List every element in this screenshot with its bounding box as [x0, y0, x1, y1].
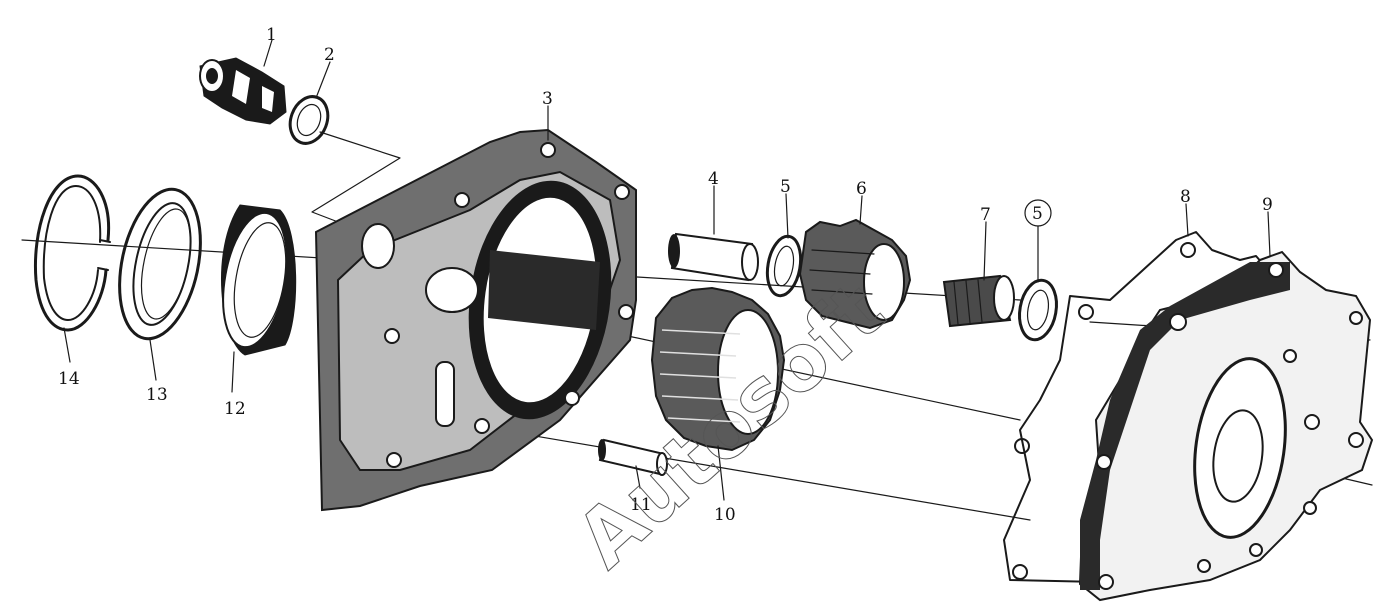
part-labels: 1 2 3 4 5 6 7 5 8 9 10 11 12 13 14	[58, 25, 1273, 525]
label-5-right: 5	[1032, 204, 1043, 224]
leader-lines	[63, 39, 1271, 501]
label-11: 11	[630, 495, 652, 515]
label-12: 12	[224, 399, 246, 419]
label-4: 4	[708, 169, 719, 189]
part-12-bearing-cup	[221, 204, 297, 356]
label-14: 14	[58, 369, 80, 389]
label-13: 13	[146, 385, 168, 405]
part-3-pump-housing	[314, 128, 637, 512]
part-1-fitting	[199, 57, 287, 125]
label-3: 3	[542, 89, 553, 109]
label-7: 7	[980, 205, 991, 225]
label-1: 1	[266, 25, 277, 45]
part-7-needle-bearing	[942, 274, 1015, 328]
label-8: 8	[1180, 187, 1191, 207]
label-5-left: 5	[780, 177, 791, 197]
part-13-seal-ring	[118, 187, 202, 341]
label-2: 2	[324, 45, 335, 65]
part-6-small-gear	[798, 218, 912, 330]
part-10-large-gear	[650, 286, 786, 452]
part-5-washer-right	[1018, 278, 1058, 342]
part-2-washer	[288, 95, 330, 145]
part-14-snap-ring	[33, 174, 111, 332]
label-9: 9	[1262, 195, 1273, 215]
part-9-end-cover	[1078, 250, 1374, 602]
part-11-dowel-pin	[598, 438, 668, 476]
label-6: 6	[856, 179, 867, 199]
part-4-shaft-pin	[668, 232, 759, 282]
part-5-washer-left	[765, 234, 803, 298]
label-10: 10	[714, 505, 736, 525]
